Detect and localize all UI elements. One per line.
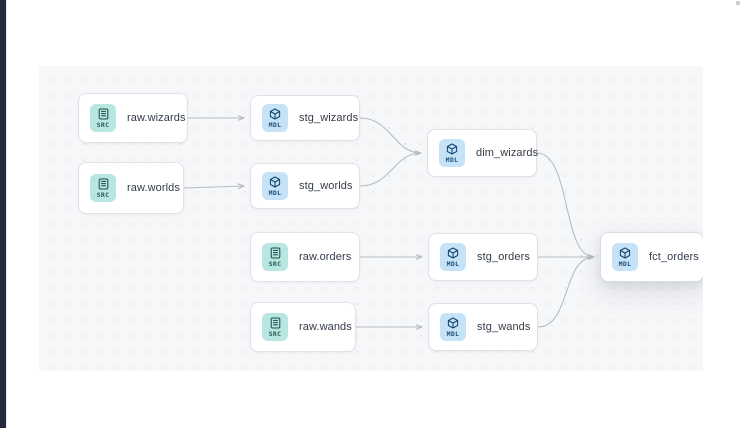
cube-icon: MDL <box>439 139 465 167</box>
node-label: fct_orders <box>649 251 699 263</box>
badge-kind-label: MDL <box>268 120 282 129</box>
edge-dim-wizards-fct-orders <box>536 152 594 257</box>
badge-kind-label: SRC <box>96 120 110 129</box>
node-label: dim_wizards <box>476 147 539 159</box>
database-icon: SRC <box>262 313 288 341</box>
badge-kind-label: MDL <box>445 155 459 164</box>
node-label: raw.wands <box>299 321 352 333</box>
cube-icon: MDL <box>612 243 638 271</box>
node-fct-orders[interactable]: MDL fct_orders <box>600 232 703 282</box>
node-stg-orders[interactable]: MDL stg_orders <box>428 233 538 281</box>
cube-icon: MDL <box>262 104 288 132</box>
badge-kind-label: MDL <box>446 259 460 268</box>
edge-stg-wands-fct-orders <box>537 257 594 328</box>
node-raw-orders[interactable]: SRC raw.orders <box>250 232 360 282</box>
node-label: stg_worlds <box>299 180 353 192</box>
node-label: raw.wizards <box>127 112 186 124</box>
badge-kind-label: MDL <box>618 259 632 268</box>
node-label: stg_wands <box>477 321 531 333</box>
node-label: stg_orders <box>477 251 530 263</box>
node-stg-wizards[interactable]: MDL stg_wizards <box>250 95 360 141</box>
edge-stg-wizards-dim-wizards <box>359 117 421 153</box>
node-dim-wizards[interactable]: MDL dim_wizards <box>427 129 539 177</box>
database-icon: SRC <box>90 174 116 202</box>
node-stg-wands[interactable]: MDL stg_wands <box>428 303 538 351</box>
node-stg-worlds[interactable]: MDL stg_worlds <box>250 163 360 209</box>
node-raw-wands[interactable]: SRC raw.wands <box>250 302 356 352</box>
node-label: raw.orders <box>299 251 352 263</box>
edge-stg-worlds-dim-wizards <box>359 153 421 187</box>
node-label: stg_wizards <box>299 112 359 124</box>
node-raw-worlds[interactable]: SRC raw.worlds <box>78 162 184 214</box>
cube-icon: MDL <box>440 243 466 271</box>
cube-icon: MDL <box>440 313 466 341</box>
rail-divider <box>6 0 7 428</box>
node-label: raw.worlds <box>127 182 180 194</box>
left-nav-rail <box>0 0 6 428</box>
lineage-canvas[interactable]: SRC raw.wizards SRC raw.worlds <box>39 66 703 371</box>
edge-raw-worlds-stg-worlds <box>183 186 244 188</box>
database-icon: SRC <box>90 104 116 132</box>
badge-kind-label: SRC <box>268 329 282 338</box>
badge-kind-label: MDL <box>268 188 282 197</box>
node-raw-wizards[interactable]: SRC raw.wizards <box>78 93 188 143</box>
badge-kind-label: SRC <box>96 190 110 199</box>
badge-kind-label: SRC <box>268 259 282 268</box>
corner-marker <box>736 1 740 5</box>
cube-icon: MDL <box>262 172 288 200</box>
badge-kind-label: MDL <box>446 329 460 338</box>
database-icon: SRC <box>262 243 288 271</box>
